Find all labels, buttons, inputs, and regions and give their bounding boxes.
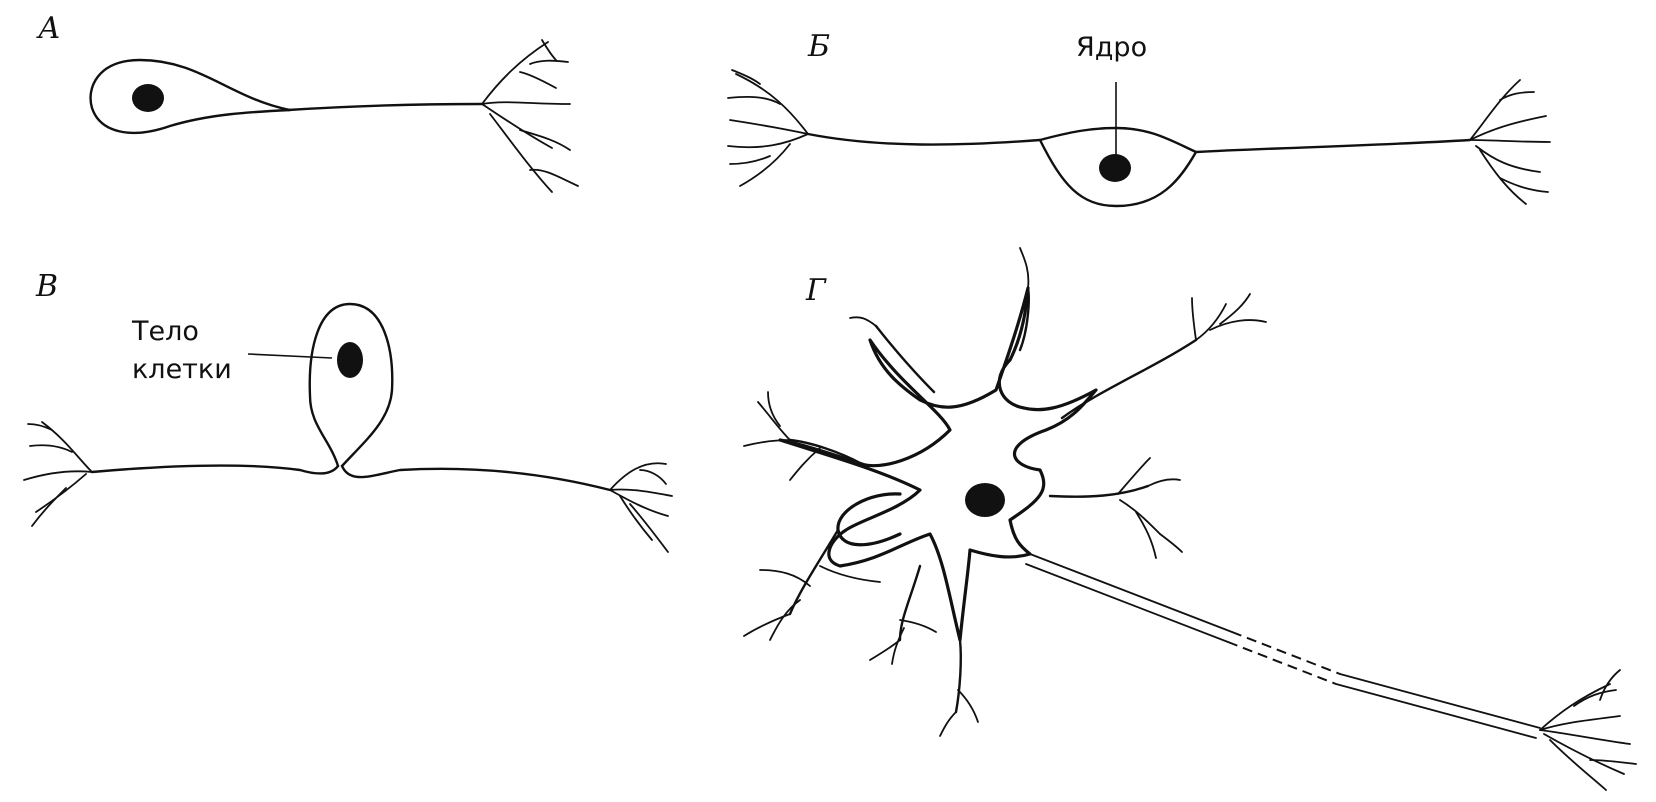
panel-b: Б Ядро (728, 29, 1550, 206)
panel-b-left-dendrites (728, 70, 808, 186)
panel-a-terminal-branches (482, 40, 578, 192)
cell-body-label-line1: Тело (131, 316, 199, 347)
panel-v-right-dendrites (610, 463, 672, 552)
nucleus-label: Ядро (1076, 32, 1147, 63)
panel-v-letter: В (35, 269, 58, 304)
panel-v-central-process (342, 466, 610, 490)
panel-a-letter: А (36, 11, 61, 46)
panel-g-dendrites (744, 248, 1266, 736)
cell-body-leader-line (248, 354, 332, 358)
panel-g-letter: Г (805, 273, 827, 308)
panel-v-nucleus (337, 342, 363, 378)
panel-v-cell-body (310, 304, 392, 466)
panel-g-axon (1026, 554, 1540, 738)
panel-g-cell-body (780, 288, 1096, 640)
panel-a-nucleus (132, 84, 164, 112)
cell-body-label-line2: клетки (132, 354, 232, 385)
panel-v-left-dendrites (24, 422, 92, 526)
panel-b-letter: Б (807, 29, 830, 64)
panel-b-nucleus (1099, 154, 1131, 182)
panel-a-axon (288, 104, 482, 110)
panel-b-left-process (808, 134, 1040, 145)
panel-v: В Тело клетки (24, 269, 672, 552)
panel-a-cell-body (91, 60, 290, 133)
panel-g-axon-terminal (1540, 670, 1636, 790)
panel-v-peripheral-process (92, 466, 338, 474)
panel-b-right-dendrites (1470, 80, 1550, 204)
panel-a: А (36, 11, 578, 192)
panel-g-nucleus (965, 483, 1005, 517)
panel-g: Г (744, 248, 1636, 790)
panel-b-right-process (1196, 140, 1470, 152)
